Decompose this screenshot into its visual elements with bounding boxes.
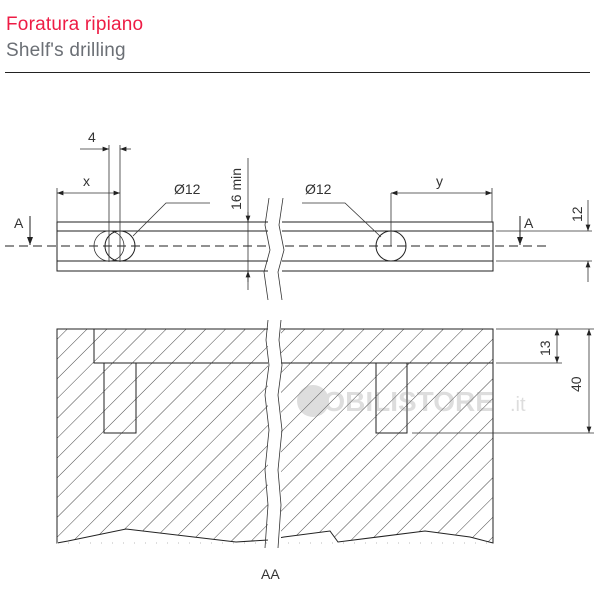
- watermark-text: MOBILISTORE: [300, 386, 494, 417]
- top-view: 4 x Ø12 Ø12 16 min y A A 12: [5, 129, 592, 301]
- header-divider: [5, 72, 590, 73]
- section-marker-left: A: [14, 215, 24, 231]
- hole-left-label: Ø12: [174, 181, 201, 197]
- section-break-gap: [268, 318, 281, 548]
- dim-12-label: 12: [569, 206, 585, 222]
- section-marker-right: A: [524, 215, 534, 231]
- section-view: MOBILISTORE .it 13 40 AA: [56, 318, 594, 582]
- hole-right-section: [375, 362, 408, 434]
- break-line-right: [277, 197, 285, 301]
- watermark-logo: MOBILISTORE .it: [297, 385, 526, 417]
- dim-40-label: 40: [568, 376, 584, 392]
- break-line-left: [263, 197, 271, 301]
- title: Foratura ripiano: [6, 14, 144, 35]
- dim-16-min-label: 16 min: [228, 168, 244, 210]
- shelf-slot: [93, 328, 494, 364]
- hole-left-leader: [132, 202, 210, 237]
- dim-y-label: y: [436, 173, 443, 189]
- watermark-suffix: .it: [510, 394, 526, 416]
- dim-4-label: 4: [88, 129, 96, 145]
- dim-13-label: 13: [537, 340, 553, 356]
- hole-right-leader: [302, 202, 382, 238]
- break-gap: [268, 195, 282, 295]
- subtitle: Shelf's drilling: [6, 40, 126, 61]
- hole-left-section: [103, 362, 137, 434]
- hole-right-label: Ø12: [305, 181, 332, 197]
- dim-x-label: x: [83, 173, 90, 189]
- section-label: AA: [261, 566, 280, 582]
